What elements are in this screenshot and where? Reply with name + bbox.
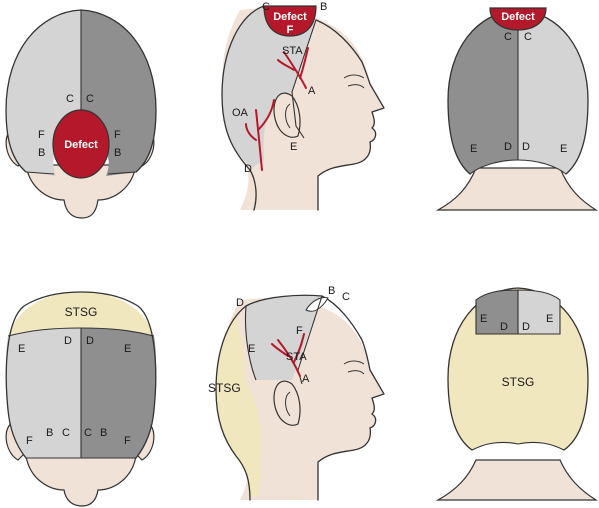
point-d-back-closed-left: D [500, 321, 508, 333]
panel-top-view-defect: Defect C C F B F B [5, 9, 157, 219]
point-e-closed-left: E [18, 343, 25, 355]
point-c-side-closed: C [342, 291, 350, 303]
label-sta-top: STA [282, 45, 303, 57]
point-e-side-closed: E [248, 343, 255, 355]
defect-area [52, 109, 110, 179]
point-b-closed-right: B [100, 427, 107, 439]
point-d-back-left: D [504, 141, 512, 153]
point-b-side: B [320, 1, 327, 13]
point-b-side-closed: B [328, 285, 335, 297]
point-c-right: C [86, 93, 94, 105]
point-c-back-left: C [504, 31, 512, 43]
point-d-side-closed: D [236, 297, 244, 309]
point-f-side: F [287, 24, 294, 36]
defect-area-back [489, 7, 547, 31]
point-b-closed-left: B [46, 427, 53, 439]
temporal-artery-closed-icon [271, 333, 305, 377]
point-c-left: C [66, 93, 74, 105]
point-f-right: F [114, 129, 121, 141]
point-f-closed-left: F [26, 435, 33, 447]
label-sta-closed: STA [286, 351, 307, 363]
point-c-closed-left: C [62, 427, 70, 439]
graft-area-side [216, 314, 261, 496]
defect-label-back: Defect [501, 11, 535, 23]
point-c-back-right: C [524, 31, 532, 43]
face-shape [25, 164, 137, 219]
point-d-closed-right: D [86, 335, 94, 347]
defect-area-side [263, 5, 317, 37]
defect-label: Defect [64, 139, 98, 151]
point-d-closed-left: D [64, 335, 72, 347]
panel-side-view-closed: D B C F E STA A STSG [208, 285, 385, 501]
point-d-back-closed-right: D [522, 321, 530, 333]
back-right-flap [518, 10, 588, 174]
point-b-left: B [38, 147, 45, 159]
defect-label-side: Defect [273, 11, 307, 23]
point-f-side-closed: F [296, 325, 303, 337]
point-f-left: F [38, 129, 45, 141]
point-d-side: D [244, 163, 252, 175]
point-e-back-right: E [560, 143, 567, 155]
face-shape-closed [25, 455, 137, 507]
label-stsg-back: STSG [502, 375, 535, 389]
label-oa: OA [232, 107, 249, 119]
neck-shape [435, 167, 599, 211]
wound-slit [305, 297, 329, 312]
point-e-back-closed-left: E [480, 313, 487, 325]
point-c-closed-right: C [84, 427, 92, 439]
panel-back-view-closed: E D D E STSG [435, 287, 599, 501]
face-outline [315, 19, 385, 211]
back-left-flap [448, 10, 518, 174]
panel-top-view-closed: STSG E D D E F B C C B F [5, 291, 157, 507]
point-c-side: C [262, 1, 270, 13]
label-stsg-top: STSG [65, 305, 98, 319]
point-e-closed-right: E [124, 343, 131, 355]
temporal-artery-icon [277, 47, 309, 89]
point-d-back-right: D [522, 141, 530, 153]
point-b-right: B [114, 147, 121, 159]
point-e-back-closed-right: E [546, 313, 553, 325]
panel-side-view-defect: Defect F C B STA A OA E D [221, 1, 385, 211]
occipital-artery-icon [245, 99, 275, 171]
graft-area-top [8, 292, 154, 336]
point-a-side-closed: A [302, 373, 310, 385]
point-e-back-left: E [470, 143, 477, 155]
panel-back-view-defect: Defect C C E D D E [435, 7, 599, 211]
label-stsg-side: STSG [208, 381, 241, 395]
point-a-side: A [308, 85, 316, 97]
point-f-closed-right: F [124, 435, 131, 447]
point-e-side: E [290, 141, 297, 153]
